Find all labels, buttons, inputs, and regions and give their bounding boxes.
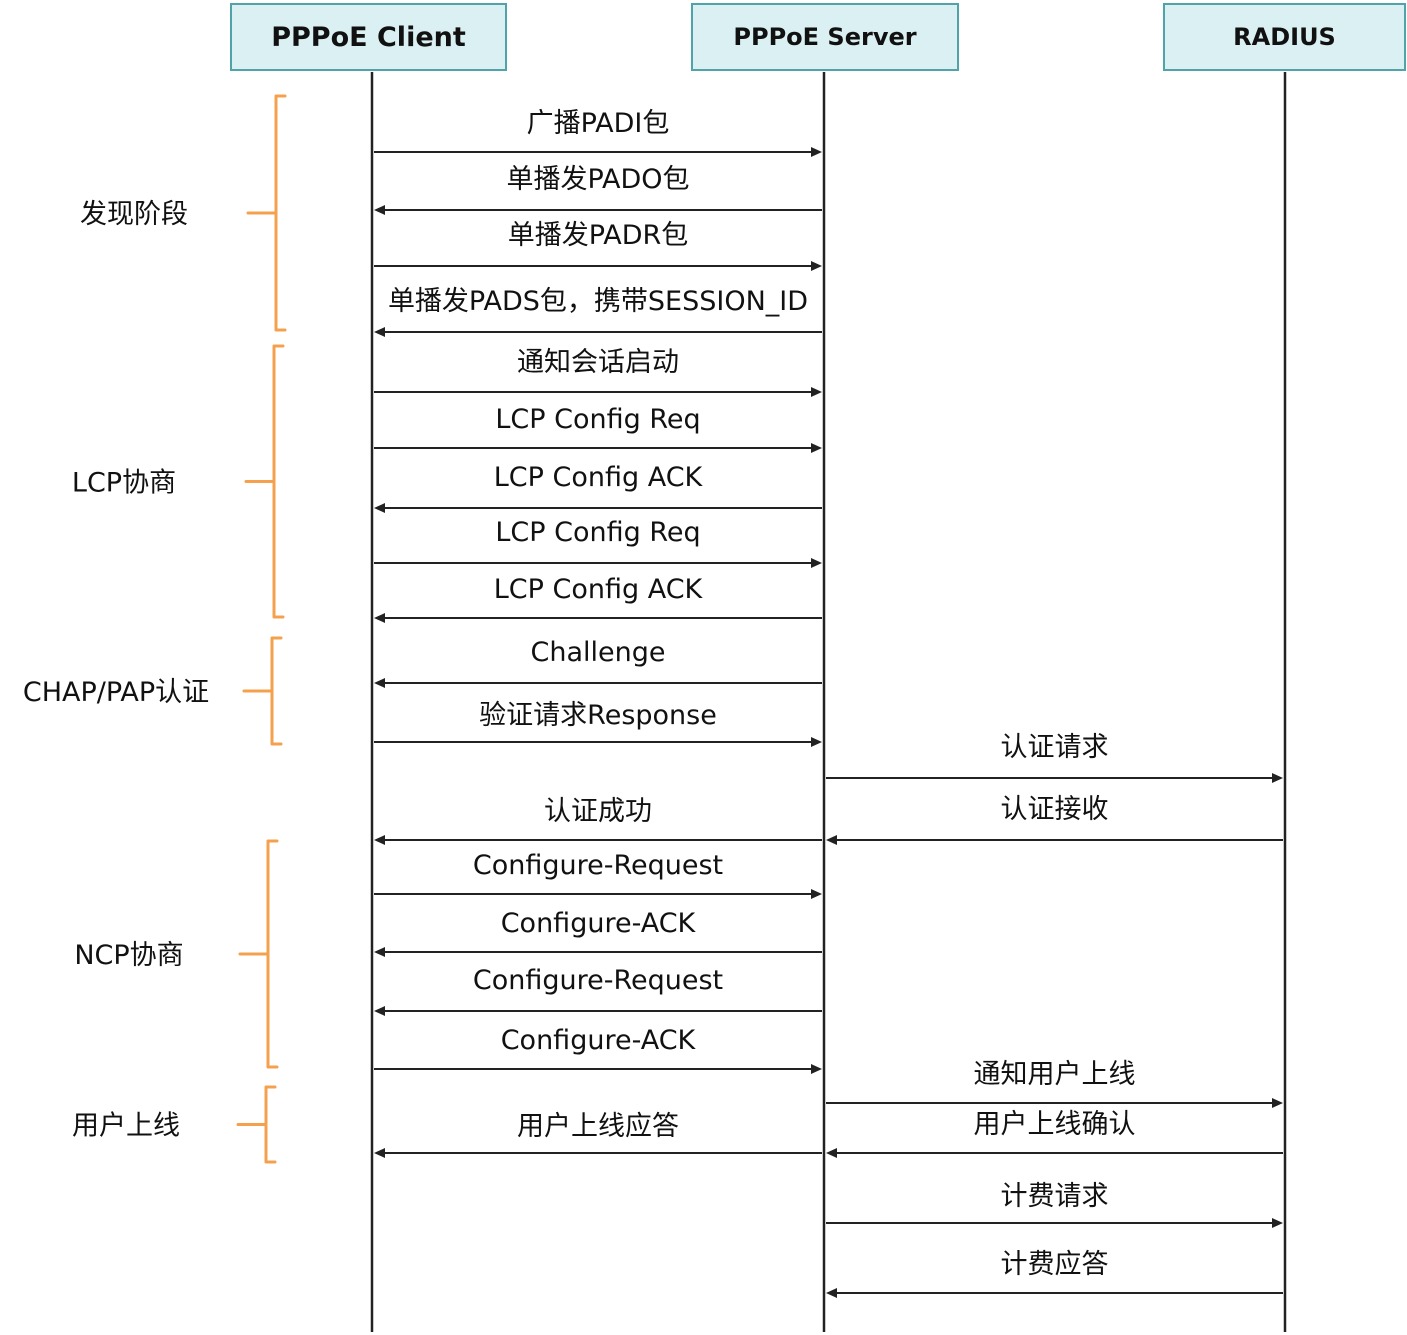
message-16: Configure-Request bbox=[374, 965, 822, 1016]
arrowhead bbox=[811, 443, 822, 453]
brace-online bbox=[236, 1085, 277, 1164]
brace-discovery bbox=[246, 94, 287, 332]
arrowhead bbox=[374, 613, 385, 623]
actor-label-client: PPPoE Client bbox=[271, 21, 466, 53]
message-label: 计费应答 bbox=[1001, 1249, 1109, 1280]
message-label: LCP Config ACK bbox=[494, 462, 704, 493]
phase-label-lcp: LCP协商 bbox=[72, 468, 176, 499]
arrowhead bbox=[826, 1148, 837, 1158]
phase-label-ncp: NCP协商 bbox=[74, 940, 183, 971]
arrowhead bbox=[374, 1148, 385, 1158]
arrowhead bbox=[811, 147, 822, 157]
message-9: Challenge bbox=[374, 637, 822, 688]
actor-pppoe-client: PPPoE Client bbox=[230, 3, 507, 71]
actor-label-server: PPPoE Server bbox=[733, 23, 917, 51]
message-10: 验证请求Response bbox=[374, 700, 822, 747]
actor-label-radius: RADIUS bbox=[1233, 23, 1336, 51]
message-11: 认证请求 bbox=[826, 732, 1283, 783]
message-1: 单播发PADO包 bbox=[374, 164, 822, 215]
message-5: LCP Config Req bbox=[374, 404, 822, 453]
message-19: 用户上线确认 bbox=[826, 1109, 1283, 1158]
message-22: 计费应答 bbox=[826, 1249, 1283, 1298]
message-13: 认证成功 bbox=[374, 796, 822, 845]
message-8: LCP Config ACK bbox=[374, 574, 822, 623]
arrowhead bbox=[811, 737, 822, 747]
arrowhead bbox=[811, 889, 822, 899]
arrowhead bbox=[374, 835, 385, 845]
message-label: 单播发PADS包，携带SESSION_ID bbox=[388, 286, 808, 317]
arrowhead bbox=[374, 205, 385, 215]
message-17: Configure-ACK bbox=[374, 1025, 822, 1074]
arrowhead bbox=[826, 1288, 837, 1298]
message-label: Configure-Request bbox=[473, 850, 723, 881]
message-label: 认证成功 bbox=[544, 796, 652, 827]
message-label: 通知用户上线 bbox=[974, 1059, 1136, 1090]
phase-label-discovery: 发现阶段 bbox=[80, 199, 188, 230]
message-label: 验证请求Response bbox=[479, 700, 717, 731]
message-label: Configure-Request bbox=[473, 965, 723, 996]
arrowhead bbox=[1272, 1098, 1283, 1108]
arrowhead bbox=[374, 947, 385, 957]
message-label: 单播发PADR包 bbox=[508, 220, 689, 251]
arrowhead bbox=[374, 503, 385, 513]
message-label: 广播PADI包 bbox=[527, 108, 670, 139]
message-label: LCP Config Req bbox=[495, 517, 700, 548]
message-14: Configure-Request bbox=[374, 850, 822, 899]
arrowhead bbox=[374, 678, 385, 688]
message-label: LCP Config ACK bbox=[494, 574, 704, 605]
arrowhead bbox=[811, 558, 822, 568]
message-label: 认证接收 bbox=[1001, 794, 1109, 825]
arrowhead bbox=[811, 261, 822, 271]
message-2: 单播发PADR包 bbox=[374, 220, 822, 271]
message-label: 认证请求 bbox=[1001, 732, 1109, 763]
message-0: 广播PADI包 bbox=[374, 108, 822, 157]
arrowhead bbox=[374, 327, 385, 337]
message-4: 通知会话启动 bbox=[374, 347, 822, 397]
arrowhead bbox=[811, 1064, 822, 1074]
arrowhead bbox=[811, 387, 822, 397]
message-label: LCP Config Req bbox=[495, 404, 700, 435]
messages: 广播PADI包单播发PADO包单播发PADR包单播发PADS包，携带SESSIO… bbox=[374, 108, 1283, 1298]
lifelines bbox=[370, 72, 1287, 1332]
message-label: Configure-ACK bbox=[501, 908, 697, 939]
arrowhead bbox=[1272, 773, 1283, 783]
message-3: 单播发PADS包，携带SESSION_ID bbox=[374, 286, 822, 337]
message-label: Challenge bbox=[531, 637, 666, 668]
message-15: Configure-ACK bbox=[374, 908, 822, 957]
arrowhead bbox=[374, 1006, 385, 1016]
message-20: 用户上线应答 bbox=[374, 1111, 822, 1158]
phase-label-auth: CHAP/PAP认证 bbox=[23, 677, 209, 708]
arrowhead bbox=[1272, 1218, 1283, 1228]
message-12: 认证接收 bbox=[826, 794, 1283, 845]
message-label: 用户上线应答 bbox=[517, 1111, 679, 1142]
message-label: 计费请求 bbox=[1001, 1181, 1109, 1212]
phase-label-online: 用户上线 bbox=[72, 1111, 180, 1142]
actor-pppoe-server: PPPoE Server bbox=[691, 3, 959, 71]
brace-auth bbox=[242, 636, 283, 746]
actor-radius: RADIUS bbox=[1163, 3, 1406, 71]
message-18: 通知用户上线 bbox=[826, 1059, 1283, 1108]
message-7: LCP Config Req bbox=[374, 517, 822, 568]
arrowhead bbox=[826, 835, 837, 845]
message-21: 计费请求 bbox=[826, 1181, 1283, 1228]
message-label: 通知会话启动 bbox=[517, 347, 679, 378]
brace-ncp bbox=[238, 839, 279, 1069]
message-6: LCP Config ACK bbox=[374, 462, 822, 513]
message-label: 用户上线确认 bbox=[974, 1109, 1136, 1140]
message-label: 单播发PADO包 bbox=[506, 164, 689, 195]
message-label: Configure-ACK bbox=[501, 1025, 697, 1056]
brace-lcp bbox=[244, 344, 285, 619]
